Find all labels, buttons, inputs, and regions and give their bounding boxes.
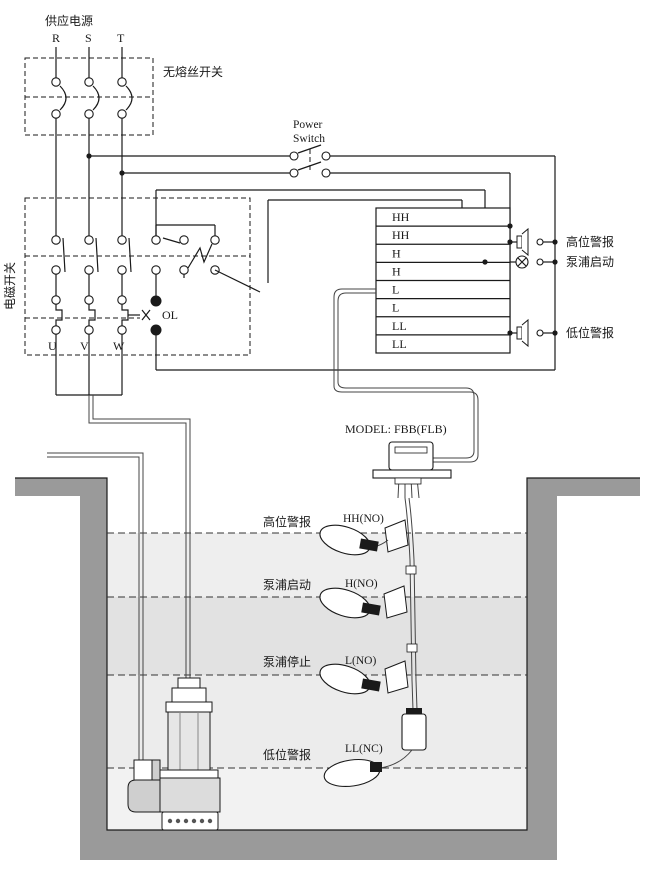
pump-start-icon [515, 255, 544, 269]
float-switch-ll [323, 758, 382, 788]
breaker-label: 无熔丝开关 [163, 64, 223, 79]
terminal-row-label: LL [392, 319, 407, 333]
contactor-box [24, 197, 251, 356]
float-switch-l [319, 660, 409, 695]
overload-label: OL [162, 308, 178, 322]
terminal-row-label: H [392, 246, 401, 260]
low-alarm-label: 低位警报 [566, 325, 614, 340]
float-switch-h [319, 585, 408, 619]
terminal-row-label: H [392, 264, 401, 278]
terminal-row-label: LL [392, 337, 407, 351]
contactor-contacts [51, 224, 220, 336]
ground-left [15, 478, 107, 830]
ground-bottom [80, 830, 557, 860]
terminal-row-label: HH [392, 210, 410, 224]
terminal-row-label: L [392, 301, 399, 315]
phase-r-label: R [52, 31, 60, 45]
breaker-contacts [51, 77, 133, 119]
model-label: MODEL: FBB(FLB) [345, 422, 447, 436]
output-u-label: U [48, 339, 57, 353]
submersible-pump [127, 677, 221, 831]
level-ll-name: 低位警报 [263, 747, 311, 762]
level-h-code: H(NO) [345, 578, 378, 590]
float-switch-hh [319, 519, 409, 556]
level-hh-code: HH(NO) [343, 513, 384, 525]
phase-s-label: S [85, 31, 92, 45]
terminal-row-label: HH [392, 228, 410, 242]
output-v-label: V [80, 339, 89, 353]
low-alarm-icon [516, 318, 544, 348]
level-l-code: L(NO) [345, 655, 376, 667]
pump-start-label: 泵浦启动 [566, 255, 614, 269]
high-alarm-label: 高位警报 [566, 234, 614, 249]
power-switch-label-line2: Switch [293, 133, 325, 145]
float-hub [372, 441, 452, 499]
terminal-row-label: L [392, 283, 399, 297]
level-hh-name: 高位警报 [263, 514, 311, 529]
float-weight [379, 708, 427, 769]
power-switch-label-line1: Power [293, 119, 323, 131]
phase-t-label: T [117, 31, 125, 45]
high-alarm-icon [516, 227, 544, 257]
power-supply-label: 供应电源 [45, 13, 93, 28]
ground-right [80, 478, 640, 860]
output-w-label: W [113, 339, 125, 353]
level-l-name: 泵浦停止 [263, 654, 311, 669]
contactor-label: 电磁开关 [2, 262, 17, 310]
power-switch [289, 144, 331, 178]
tank-outline [15, 477, 640, 831]
level-h-name: 泵浦启动 [263, 578, 311, 592]
level-ll-code: LL(NC) [345, 743, 383, 755]
